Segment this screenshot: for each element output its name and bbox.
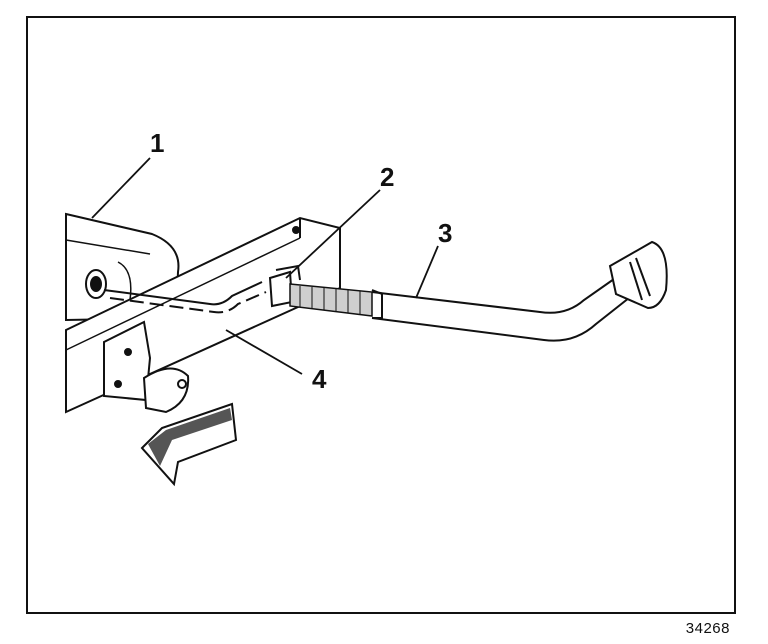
flex-coupling: [289, 283, 373, 317]
leader-lines: [91, 157, 439, 375]
tailpipe: [371, 271, 635, 342]
intermediate-pipe: [103, 281, 267, 314]
figure-number: 34268: [685, 620, 730, 637]
callout-1: 1: [150, 128, 164, 158]
callout-2: 2: [380, 162, 394, 192]
tailpipe-tip: [608, 240, 668, 310]
front-arrow-icon: [140, 402, 238, 487]
hanger-bracket: [103, 320, 190, 414]
callout-4: 4: [312, 364, 327, 394]
callout-3: 3: [438, 218, 452, 248]
figure-frame: [26, 16, 736, 614]
